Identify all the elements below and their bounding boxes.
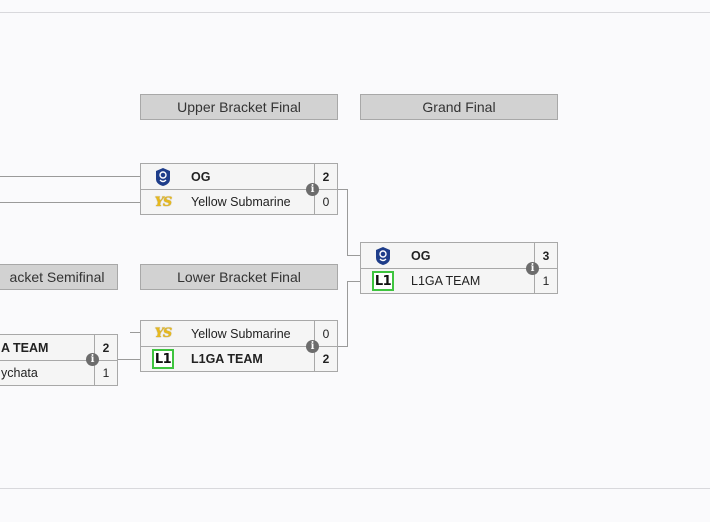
- connector-line: [0, 202, 140, 203]
- round-header-upper-final: Upper Bracket Final: [140, 94, 338, 120]
- team-row[interactable]: L1 L1GA TEAM 2: [141, 347, 337, 371]
- l1ga-logo-icon: L1: [141, 347, 185, 371]
- bottom-divider: [0, 488, 710, 489]
- team-name: L1GA TEAM: [411, 274, 481, 288]
- match-upper-final[interactable]: OG 2 YS Yellow Submarine 0: [140, 163, 338, 215]
- match-lower-final[interactable]: YS Yellow Submarine 0 L1 L1GA TEAM 2: [140, 320, 338, 372]
- team-name: A TEAM: [1, 340, 49, 355]
- match-info-icon[interactable]: i: [526, 262, 539, 275]
- connector-line: [338, 346, 348, 347]
- team-score: 0: [314, 190, 337, 214]
- match-info-icon[interactable]: i: [306, 183, 319, 196]
- connector-line: [347, 281, 360, 282]
- team-row[interactable]: OG 2: [141, 164, 337, 190]
- team-score: 1: [94, 361, 117, 385]
- team-score: 3: [534, 243, 557, 268]
- team-row[interactable]: ychata 1: [0, 361, 117, 385]
- team-row[interactable]: YS Yellow Submarine 0: [141, 321, 337, 347]
- team-name: Yellow Submarine: [191, 326, 291, 341]
- team-name: OG: [411, 248, 431, 263]
- connector-line: [347, 255, 360, 256]
- team-name: ychata: [1, 366, 38, 380]
- l1ga-logo-icon: L1: [361, 269, 405, 293]
- team-row[interactable]: YS Yellow Submarine 0: [141, 190, 337, 214]
- team-name: L1GA TEAM: [191, 352, 263, 366]
- team-score: 0: [314, 321, 337, 346]
- match-info-icon[interactable]: i: [306, 340, 319, 353]
- connector-line: [347, 281, 348, 347]
- match-info-icon[interactable]: i: [86, 353, 99, 366]
- team-name: Yellow Submarine: [191, 195, 291, 209]
- team-score: 2: [94, 335, 117, 360]
- og-logo-icon: [361, 243, 405, 268]
- team-row[interactable]: OG 3: [361, 243, 557, 269]
- match-grand-final[interactable]: OG 3 L1 L1GA TEAM 1: [360, 242, 558, 294]
- connector-line: [347, 189, 348, 255]
- top-divider: [0, 12, 710, 13]
- team-name: OG: [191, 169, 211, 184]
- team-row[interactable]: A TEAM 2: [0, 335, 117, 361]
- team-row[interactable]: L1 L1GA TEAM 1: [361, 269, 557, 293]
- connector-line: [0, 176, 140, 177]
- connector-line: [130, 332, 140, 333]
- og-logo-icon: [141, 164, 185, 189]
- round-header-lower-final: Lower Bracket Final: [140, 264, 338, 290]
- team-score: 2: [314, 347, 337, 371]
- yellow-submarine-logo-icon: YS: [154, 194, 173, 210]
- connector-line: [118, 359, 140, 360]
- team-score: 2: [314, 164, 337, 189]
- round-header-lower-semifinal: acket Semifinal: [0, 264, 118, 290]
- team-score: 1: [534, 269, 557, 293]
- round-header-grand-final: Grand Final: [360, 94, 558, 120]
- match-lower-semifinal[interactable]: A TEAM 2 ychata 1: [0, 334, 118, 386]
- connector-line: [338, 189, 348, 190]
- yellow-submarine-logo-icon: YS: [154, 326, 173, 341]
